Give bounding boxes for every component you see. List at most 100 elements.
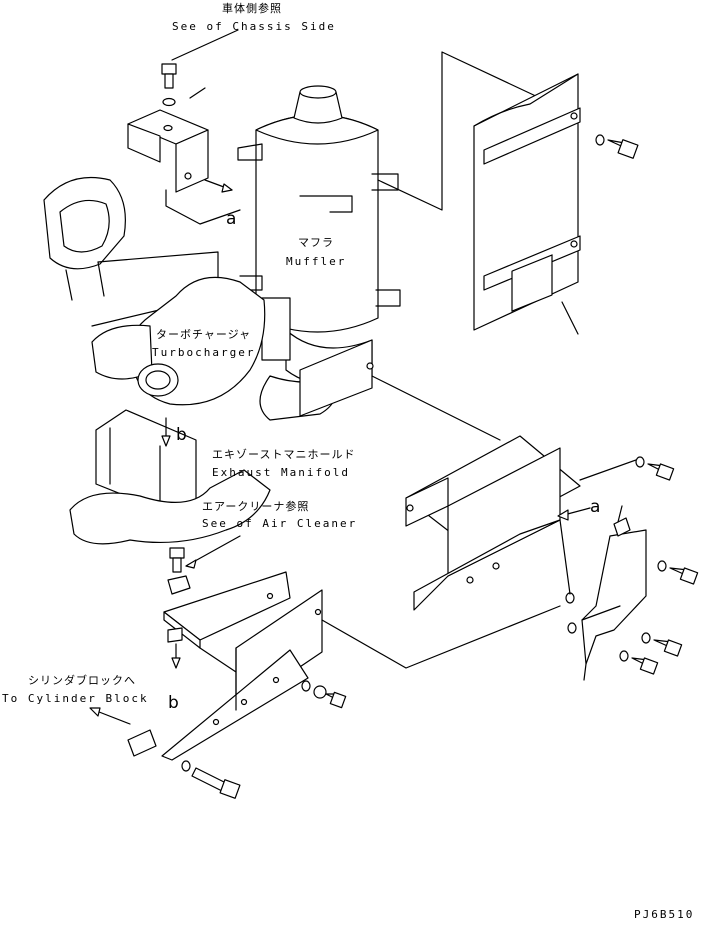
bolt-head: [219, 779, 241, 799]
arrow-head: [221, 183, 233, 193]
leader-line: [617, 505, 623, 523]
bolt-shank: [172, 557, 182, 573]
arrow-head: [161, 435, 171, 447]
hose-opening: [59, 199, 110, 253]
bracket-hole: [163, 124, 173, 132]
arrow-head: [171, 657, 181, 669]
chassis-bracket-assembly: [127, 63, 241, 225]
washer: [167, 627, 183, 643]
bracket-hole: [266, 592, 274, 600]
arrow-head: [557, 509, 569, 521]
bracket-hole: [314, 608, 322, 616]
bolt-head: [161, 63, 177, 75]
turbo-label-jp: ターボチャージャ: [156, 328, 251, 341]
plate-edge: [581, 605, 621, 621]
muffler-label-en: Muffler: [286, 255, 346, 268]
strap-hole: [570, 112, 578, 120]
muffler-band: [299, 195, 353, 213]
bracket-hole: [240, 698, 248, 706]
bracket-foot: [413, 519, 561, 611]
bracket-slot: [511, 254, 553, 312]
aircleaner-label-en: See of Air Cleaner: [202, 517, 357, 530]
ref-b-upper: b: [176, 425, 187, 445]
leader-line: [583, 663, 587, 681]
bracket-hole: [406, 504, 414, 512]
bracket-edge: [199, 647, 237, 711]
arrow-cylinder-line: [93, 709, 131, 725]
support-plate: [581, 529, 647, 665]
washer: [619, 650, 629, 662]
bolt-head: [329, 691, 347, 709]
heat-shield-strap: [483, 107, 581, 165]
guide-line: [321, 605, 561, 669]
washer: [567, 622, 577, 634]
spacer-tube: [127, 729, 157, 757]
bolt-head: [663, 639, 683, 657]
right-mounting-bracket: [405, 254, 675, 611]
washer: [635, 456, 645, 468]
bolt-head: [617, 139, 639, 159]
washer: [162, 97, 176, 107]
guide-line: [377, 51, 541, 211]
bracket-hole: [272, 676, 280, 684]
turbo-label-en: Turbocharger: [152, 346, 255, 359]
muffler-band: [375, 289, 401, 307]
guide-line: [91, 251, 219, 327]
manifold-flange: [299, 339, 373, 417]
washer: [595, 134, 605, 146]
arrow-head: [89, 707, 101, 717]
leader-line: [189, 87, 206, 99]
washer: [657, 560, 667, 572]
bracket-hole: [212, 718, 220, 726]
guide-line: [579, 459, 637, 481]
heat-shield: [473, 73, 639, 335]
manifold-body: [69, 469, 271, 545]
leader-line: [165, 189, 241, 225]
washer: [181, 760, 191, 772]
chassis-label-en: See of Chassis Side: [172, 20, 336, 33]
muffler-outlet-pipe: [293, 91, 343, 124]
muffler-band: [237, 143, 263, 161]
muffler-flange: [261, 297, 291, 361]
manifold-label-en: Exhaust Manifold: [212, 466, 350, 479]
bracket-right-face: [175, 129, 209, 193]
washer: [641, 632, 651, 644]
cylinder-label-en: To Cylinder Block: [2, 692, 149, 705]
heat-shield-edge: [473, 73, 579, 127]
exhaust-manifold: [69, 339, 374, 545]
ref-b-lower: b: [168, 693, 179, 713]
muffler-outlet-top: [299, 85, 337, 99]
bolt-shank: [164, 73, 174, 89]
aircleaner-label-jp: エアークリーナ参照: [202, 499, 309, 513]
arrow-head: [185, 559, 197, 569]
guide-line: [371, 375, 501, 441]
bracket-hole: [466, 576, 474, 584]
bolt-head: [639, 657, 659, 675]
air-cleaner-bracket: [89, 535, 561, 799]
bracket-arm: [161, 649, 309, 761]
leader-line: [561, 301, 579, 335]
ref-a-right: a: [590, 497, 600, 517]
leader-line: [171, 29, 239, 61]
nut: [167, 575, 191, 595]
turbocharger: [43, 176, 266, 406]
muffler-label-jp: マフラ: [298, 236, 334, 249]
manifold-label-jp: エキゾーストマニホールド: [212, 448, 355, 461]
drawing-code: PJ6B510: [634, 908, 694, 921]
bolt-head: [169, 547, 185, 559]
turbo-compressor-outlet: [91, 324, 153, 380]
washer: [313, 685, 327, 699]
bracket-hole: [492, 562, 500, 570]
right-support-plate: [559, 505, 699, 681]
muffler-band: [371, 173, 399, 191]
ref-a-top: a: [226, 209, 236, 229]
strap-hole: [570, 240, 578, 248]
guide-line: [559, 519, 571, 595]
bracket-hole: [184, 172, 192, 180]
hose-clamp: [65, 261, 105, 301]
flange-hole: [366, 362, 374, 370]
turbo-outlet-inner: [145, 370, 171, 390]
manifold-bracket-edge: [109, 427, 161, 507]
